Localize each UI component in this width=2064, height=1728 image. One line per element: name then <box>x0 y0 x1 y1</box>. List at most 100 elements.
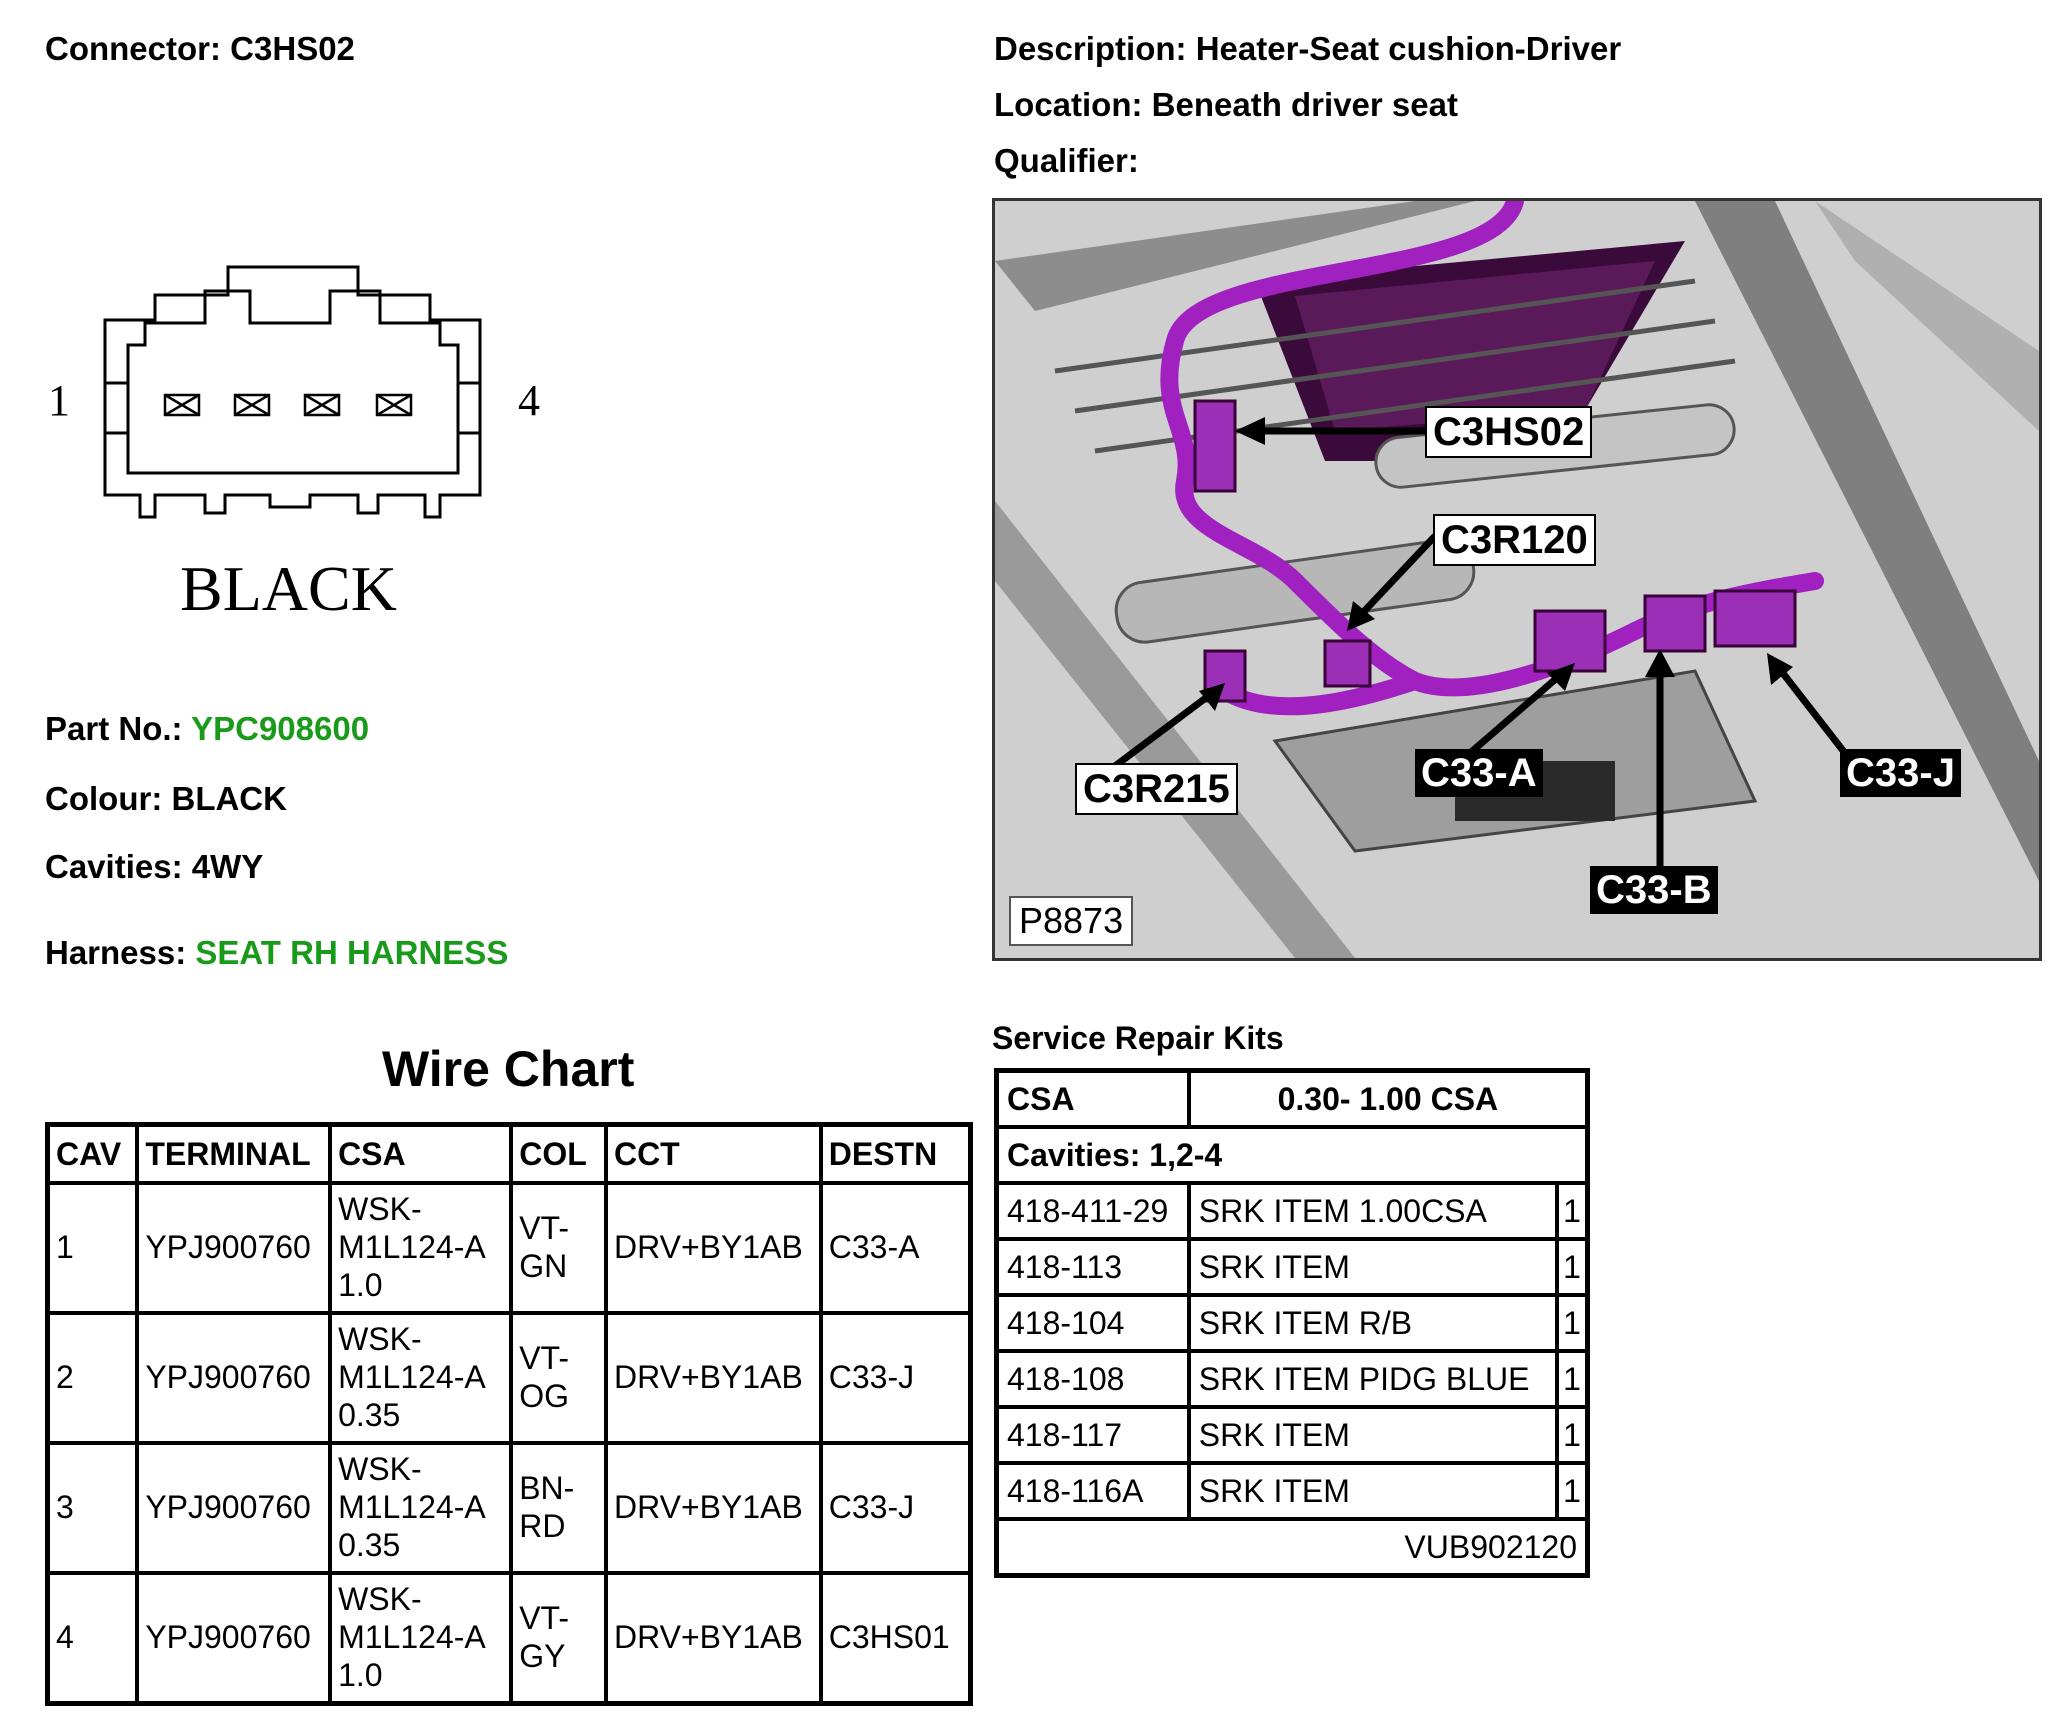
srk-csa-row: CSA 0.30- 1.00 CSA <box>994 1068 1590 1129</box>
part-no-link[interactable]: YPC908600 <box>191 710 370 747</box>
wire-chart-header-row: CAV TERMINAL CSA COL CCT DESTN <box>45 1122 973 1185</box>
csa-line: WSK- <box>338 1321 422 1358</box>
wire-chart-table: CAV TERMINAL CSA COL CCT DESTN 1 YPJ9007… <box>45 1122 973 1706</box>
cell-cct: DRV+BY1AB <box>603 1311 823 1445</box>
srk-desc: SRK ITEM <box>1186 1405 1560 1465</box>
cell-cct: DRV+BY1AB <box>603 1441 823 1575</box>
srk-qty: 1 <box>1555 1181 1590 1241</box>
cell-terminal: YPJ900760 <box>135 1571 333 1706</box>
header-cct: CCT <box>603 1122 823 1185</box>
harness-line: Harness: SEAT RH HARNESS <box>45 934 508 972</box>
csa-line: 0.35 <box>338 1526 401 1563</box>
header-terminal: TERMINAL <box>135 1122 333 1185</box>
callout-c3r120: C3R120 <box>1433 514 1596 566</box>
connector-line: Connector: C3HS02 <box>45 30 355 68</box>
table-row: 418-104 SRK ITEM R/B 1 <box>994 1293 1590 1353</box>
cell-terminal: YPJ900760 <box>135 1311 333 1445</box>
header-cav: CAV <box>45 1122 140 1185</box>
cavities-label: Cavities: <box>45 848 183 885</box>
callout-c33-b: C33-B <box>1590 866 1718 914</box>
col-line: VT- <box>519 1600 569 1637</box>
colour-label: Colour: <box>45 780 163 817</box>
col-line: VT- <box>519 1340 569 1377</box>
cell-cct: DRV+BY1AB <box>603 1571 823 1706</box>
description-line: Description: Heater-Seat cushion-Driver <box>994 30 1621 68</box>
header-col: COL <box>509 1122 608 1185</box>
cell-cav: 3 <box>45 1441 140 1575</box>
cell-cct: DRV+BY1AB <box>603 1181 823 1315</box>
srk-desc: SRK ITEM 1.00CSA <box>1186 1181 1560 1241</box>
col-line: OG <box>519 1378 569 1414</box>
col-line: GY <box>519 1638 566 1674</box>
location-photo: C3HS02 C3R120 C3R215 C33-A C33-B C33-J P… <box>992 198 2042 961</box>
description-value: Heater-Seat cushion-Driver <box>1195 30 1622 67</box>
srk-footer: VUB902120 <box>994 1517 1590 1578</box>
callout-c33-a: C33-A <box>1415 749 1543 797</box>
srk-desc: SRK ITEM PIDG BLUE <box>1186 1349 1560 1409</box>
cell-col: VT-GN <box>509 1181 608 1315</box>
description-label: Description: <box>994 30 1187 67</box>
table-row: 418-113 SRK ITEM 1 <box>994 1237 1590 1297</box>
pin-last-label: 4 <box>518 376 540 425</box>
srk-qty: 1 <box>1555 1237 1590 1297</box>
srk-desc: SRK ITEM <box>1186 1237 1560 1297</box>
col-line: GN <box>519 1248 568 1284</box>
diagram-colour-caption: BLACK <box>180 553 397 624</box>
header-csa: CSA <box>328 1122 514 1185</box>
csa-line: M1L124-A <box>338 1359 486 1396</box>
srk-code: 418-411-29 <box>994 1181 1191 1241</box>
csa-line: WSK- <box>338 1451 422 1488</box>
srk-cavities-row: Cavities: 1,2-4 <box>994 1125 1590 1185</box>
qualifier-label: Qualifier: <box>994 142 1139 179</box>
cell-destn[interactable]: C33-J <box>818 1311 973 1445</box>
harness-link[interactable]: SEAT RH HARNESS <box>195 934 509 971</box>
srk-table: CSA 0.30- 1.00 CSA Cavities: 1,2-4 418-4… <box>994 1068 1590 1578</box>
srk-code: 418-108 <box>994 1349 1191 1409</box>
callout-c33-j: C33-J <box>1840 749 1961 797</box>
csa-line: M1L124-A <box>338 1229 486 1266</box>
srk-desc: SRK ITEM <box>1186 1461 1560 1521</box>
srk-qty: 1 <box>1555 1293 1590 1353</box>
srk-code: 418-104 <box>994 1293 1191 1353</box>
location-line: Location: Beneath driver seat <box>994 86 1458 124</box>
srk-desc: SRK ITEM R/B <box>1186 1293 1560 1353</box>
cell-col: VT-OG <box>509 1311 608 1445</box>
location-value: Beneath driver seat <box>1151 86 1458 123</box>
connector-face-diagram: 1 4 BLACK <box>48 265 540 624</box>
srk-code: 418-116A <box>994 1461 1191 1521</box>
cell-cav: 1 <box>45 1181 140 1315</box>
srk-qty: 1 <box>1555 1405 1590 1465</box>
csa-line: 0.35 <box>338 1396 401 1433</box>
srk-csa-value: 0.30- 1.00 CSA <box>1186 1068 1590 1129</box>
cell-col: VT-GY <box>509 1571 608 1706</box>
srk-code: 418-113 <box>994 1237 1191 1297</box>
csa-line: 1.0 <box>338 1266 383 1303</box>
cell-terminal: YPJ900760 <box>135 1181 333 1315</box>
colour-value: BLACK <box>171 780 287 817</box>
cell-terminal: YPJ900760 <box>135 1441 333 1575</box>
csa-line: WSK- <box>338 1191 422 1228</box>
table-row: 418-411-29 SRK ITEM 1.00CSA 1 <box>994 1181 1590 1241</box>
srk-title: Service Repair Kits <box>992 1020 1284 1056</box>
srk-footer-row: VUB902120 <box>994 1517 1590 1578</box>
cell-destn[interactable]: C33-J <box>818 1441 973 1575</box>
srk-cavities: Cavities: 1,2-4 <box>994 1125 1590 1185</box>
cell-destn[interactable]: C33-A <box>818 1181 973 1315</box>
photo-id-label: P8873 <box>1009 896 1134 946</box>
harness-label: Harness: <box>45 934 187 971</box>
location-label: Location: <box>994 86 1143 123</box>
cell-col: BN-RD <box>509 1441 608 1575</box>
cell-cav: 2 <box>45 1311 140 1445</box>
col-line: RD <box>519 1508 566 1544</box>
qualifier-line: Qualifier: <box>994 142 1139 180</box>
seat-frame-illustration <box>995 201 2039 958</box>
connector-label: Connector: <box>45 30 221 67</box>
csa-line: 1.0 <box>338 1656 383 1693</box>
srk-code: 418-117 <box>994 1405 1191 1465</box>
cell-destn[interactable]: C3HS01 <box>818 1571 973 1706</box>
